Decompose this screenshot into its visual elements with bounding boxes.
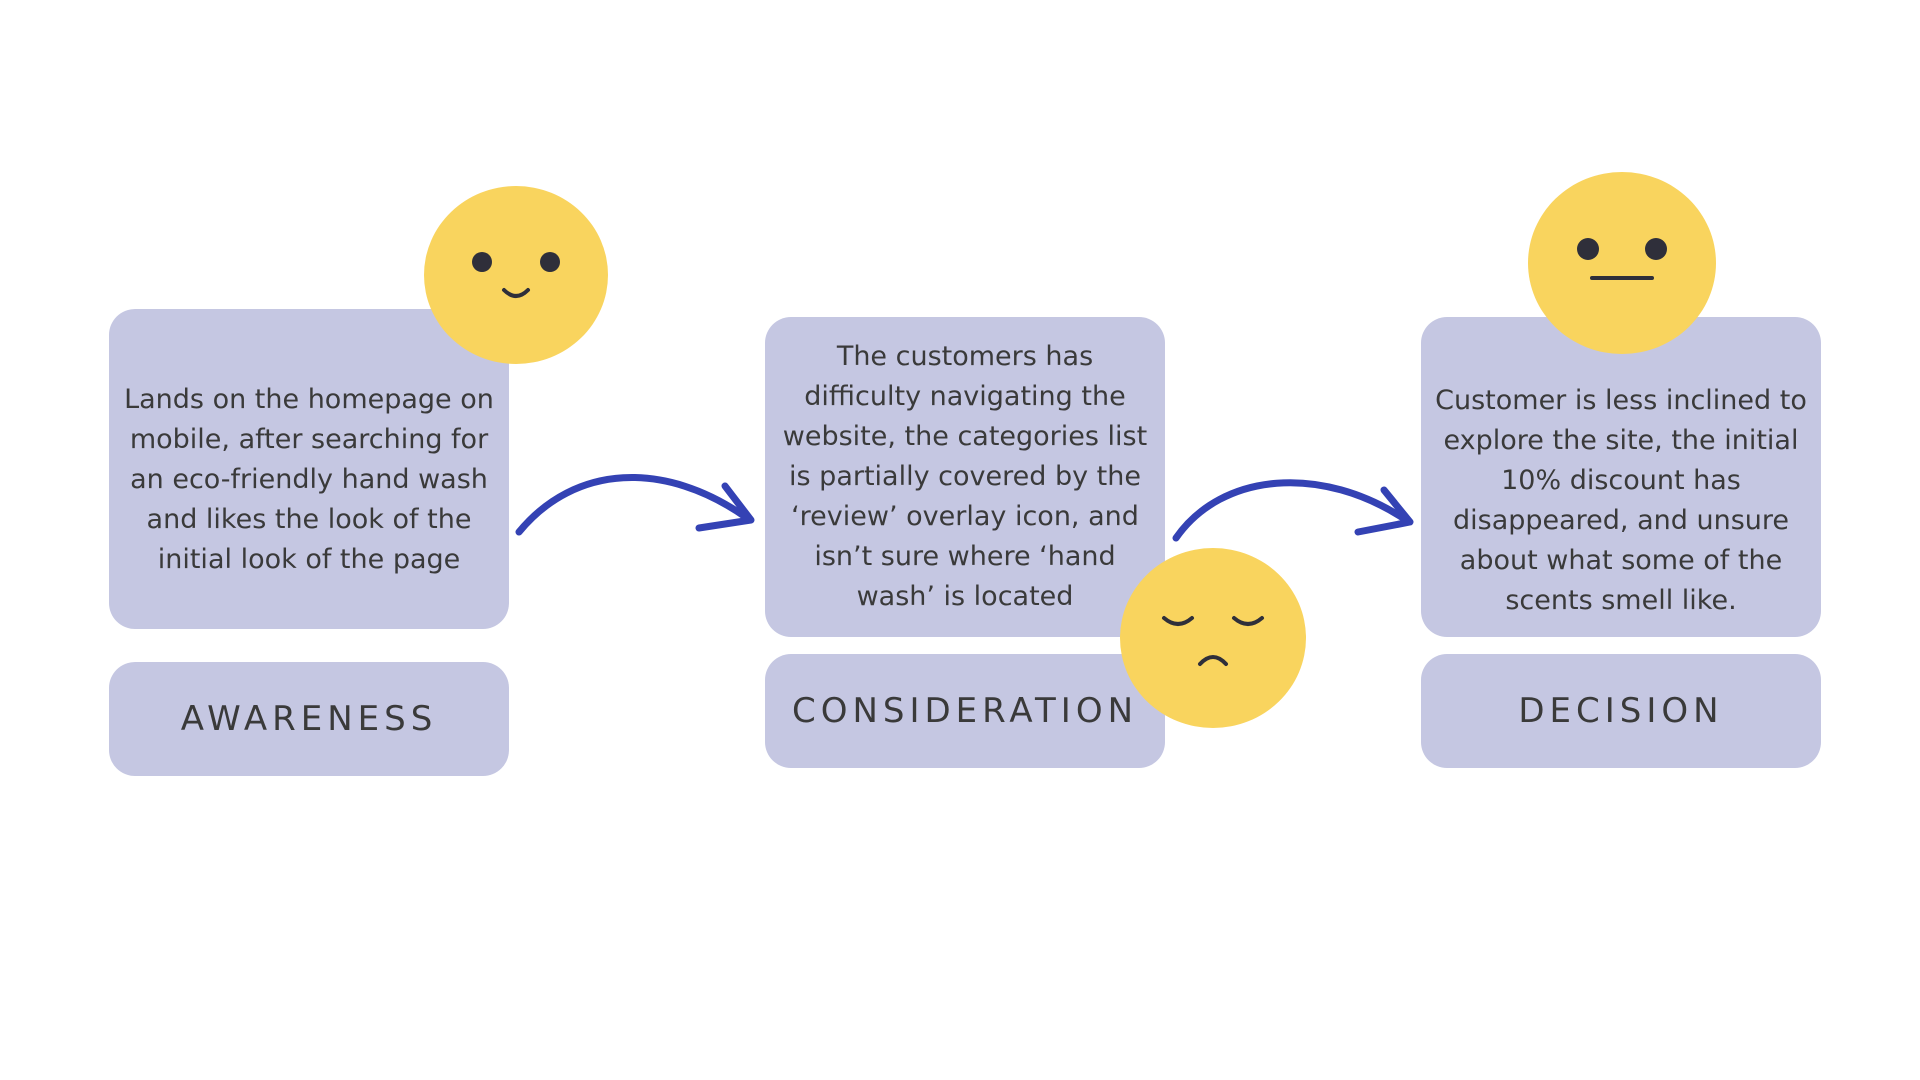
awareness-stage-label: AWARENESS — [180, 699, 438, 739]
arrow-awareness-to-consideration-icon — [515, 474, 755, 536]
awareness-description-card: Lands on the homepage on mobile, after s… — [109, 309, 509, 629]
awareness-description: Lands on the homepage on mobile, after s… — [124, 384, 494, 575]
smile-face-icon — [424, 186, 608, 364]
sad-face-icon — [1120, 548, 1306, 728]
decision-stage-card: DECISION — [1421, 654, 1821, 768]
consideration-description-card: The customers has difficulty navigating … — [765, 317, 1165, 637]
decision-description: Customer is less inclined to explore the… — [1435, 385, 1807, 616]
consideration-stage-label: CONSIDERATION — [791, 691, 1139, 731]
decision-description-card: Customer is less inclined to explore the… — [1421, 317, 1821, 637]
consideration-stage-card: CONSIDERATION — [765, 654, 1165, 768]
consideration-description: The customers has difficulty navigating … — [782, 341, 1148, 612]
decision-stage-label: DECISION — [1518, 691, 1724, 731]
awareness-stage-card: AWARENESS — [109, 662, 509, 776]
arrow-consideration-to-decision-icon — [1172, 479, 1414, 542]
neutral-face-icon — [1528, 172, 1716, 354]
